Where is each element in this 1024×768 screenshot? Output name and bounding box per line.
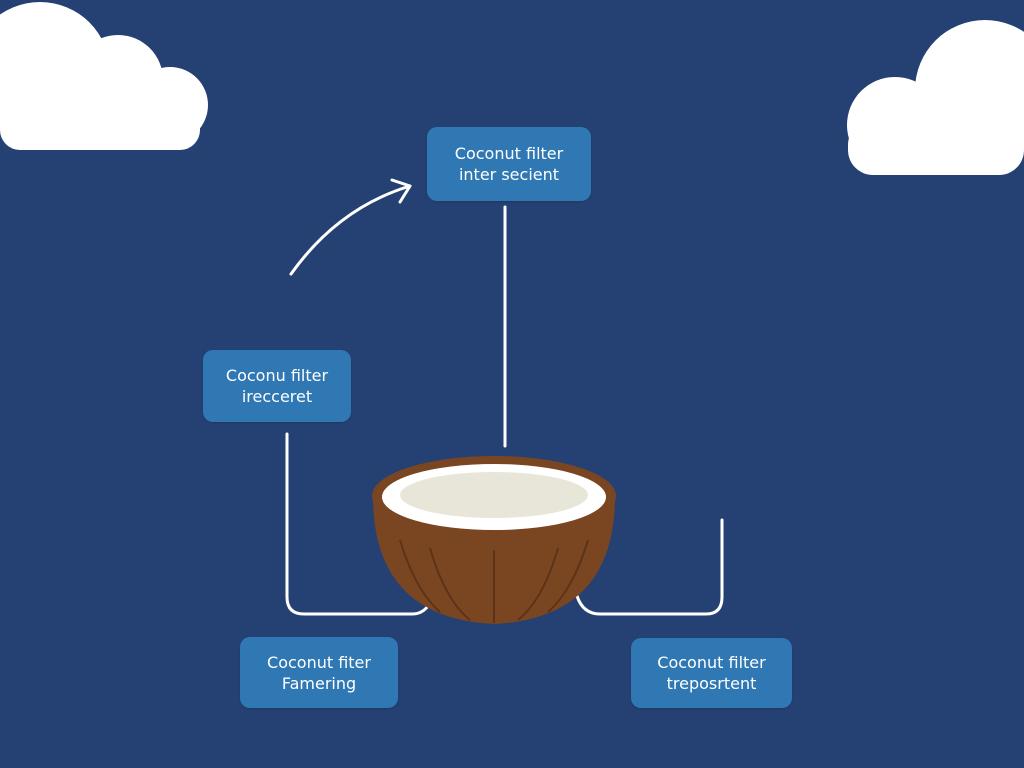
node-label-line1: Coconut filter bbox=[657, 653, 766, 672]
node-label-line1: Coconut fiter bbox=[267, 652, 371, 672]
arrow-icon bbox=[289, 178, 412, 276]
node-label-line1: Coconu filter bbox=[225, 366, 329, 385]
node-coconut-filter-left: Coconu filter irecceret bbox=[203, 350, 351, 422]
connector-left bbox=[285, 432, 430, 616]
cloud-icon bbox=[847, 20, 1024, 175]
node-label-line2: treposrtent bbox=[666, 674, 757, 693]
node-label-line2: irecceret bbox=[241, 387, 313, 406]
cloud-icon bbox=[0, 2, 208, 150]
node-label-line2: inter secient bbox=[458, 165, 560, 184]
node-coconut-filter-bottom-right: Coconut filter treposrtent bbox=[631, 638, 792, 708]
node-coconut-filter-top: Coconut filter inter secient bbox=[427, 127, 591, 201]
node-label-line1: Coconut filter bbox=[454, 144, 564, 163]
node-coconut-filter-bottom-left: Coconut fiter Famering bbox=[240, 637, 398, 708]
connector-right bbox=[575, 518, 724, 616]
node-label-line2: Famering bbox=[281, 673, 357, 693]
connector-lines bbox=[285, 205, 724, 616]
coconut-icon bbox=[372, 456, 616, 624]
